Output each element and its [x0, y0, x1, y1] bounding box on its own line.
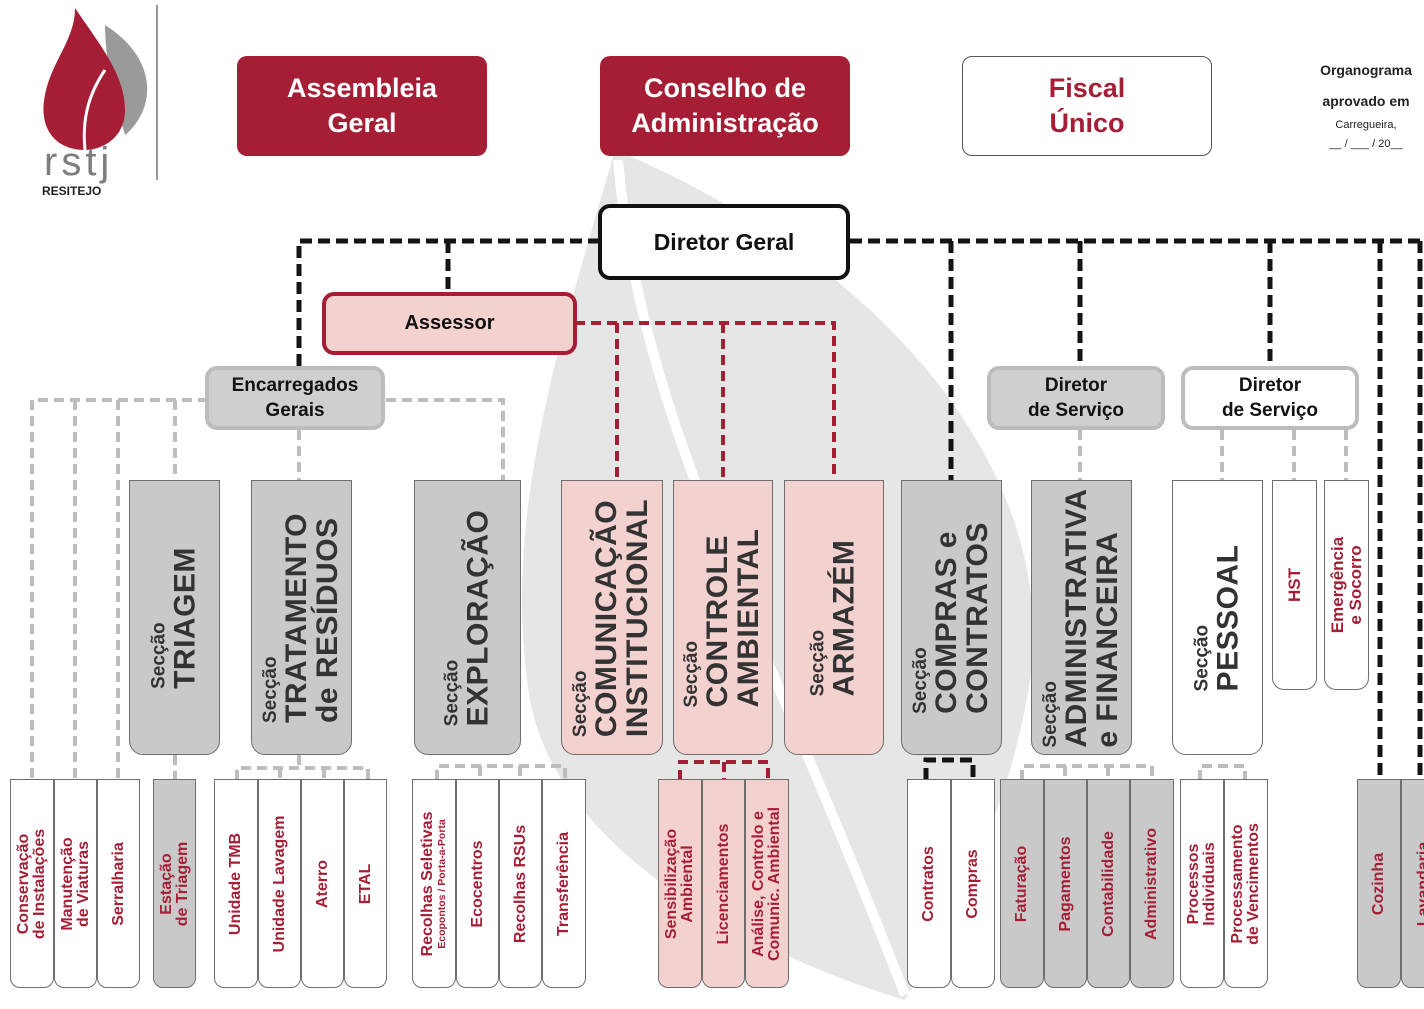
logo-brand: RESITEJO: [42, 184, 102, 198]
logo-divider: [156, 5, 158, 180]
logo-flame-icon: [43, 8, 148, 151]
conselho-administracao-box: Conselho de Administração: [600, 56, 850, 156]
diretor-servico-box-2: Diretor de Serviço: [1181, 366, 1359, 430]
logo-mark: rstj: [44, 140, 114, 184]
sub-unidade-tmb: Unidade TMB: [214, 779, 258, 988]
sub-compras: Compras: [951, 779, 995, 988]
sub-etal: ETAL: [344, 779, 387, 988]
sub-unidade-lavagem: Unidade Lavagem: [258, 779, 301, 988]
encarregados-gerais-box: Encarregados Gerais: [205, 366, 385, 430]
sub-transferencia: Transferência: [542, 779, 586, 988]
sub-contabilidade: Contabilidade: [1087, 779, 1130, 988]
sub-administrativo: Administrativo: [1130, 779, 1174, 988]
diretor-servico-box-1: Diretor de Serviço: [987, 366, 1165, 430]
sub-lavandaria: Lavandaria: [1401, 779, 1424, 988]
sub-ecocentros: Ecocentros: [456, 779, 499, 988]
sub-cozinha: Cozinha: [1357, 779, 1401, 988]
sub-aterro: Aterro: [301, 779, 344, 988]
note-approved: aprovado em: [1322, 93, 1410, 109]
note-date: __ / ___ / 20__: [1329, 138, 1403, 150]
fiscal-unico-box: Fiscal Único: [962, 56, 1212, 156]
sub-faturacao: Faturação: [1000, 779, 1044, 988]
sub-recolhas-rsus: Recolhas RSUs: [499, 779, 542, 988]
assembleia-geral-box: Assembleia Geral: [237, 56, 487, 156]
logo: rstj RESITEJO: [30, 0, 160, 205]
diretor-geral-box: Diretor Geral: [598, 204, 850, 280]
note-title: Organograma: [1320, 62, 1412, 78]
assessor-box: Assessor: [322, 292, 577, 355]
sub-licenciamentos: Licenciamentos: [702, 779, 745, 988]
sub-contratos: Contratos: [907, 779, 951, 988]
sub-serralharia: Serralharia: [97, 779, 140, 988]
sub-pagamentos: Pagamentos: [1044, 779, 1087, 988]
note-place: Carregueira,: [1335, 119, 1397, 131]
unidade-hst: HST: [1272, 480, 1317, 690]
